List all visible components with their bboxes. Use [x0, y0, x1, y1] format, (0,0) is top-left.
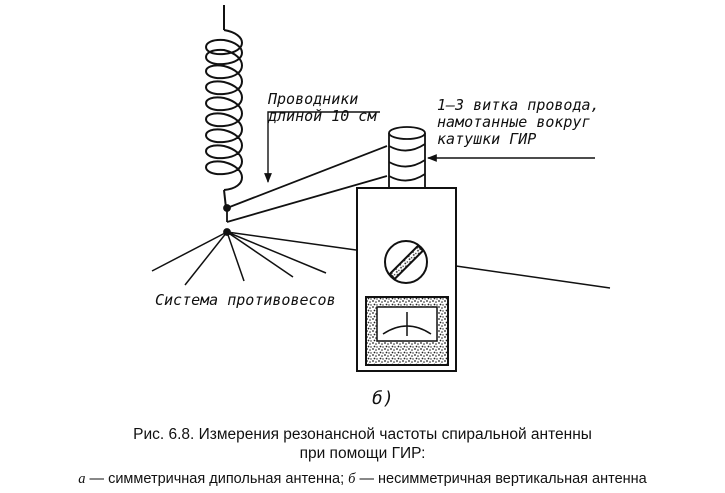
- radial-4: [226, 231, 294, 278]
- caption-line-1: Рис. 6.8. Измерения резонансной частоты …: [133, 426, 592, 443]
- label-wires-1: Проводники: [267, 90, 358, 108]
- wire-upper: [226, 145, 388, 209]
- legend-letter-b: б: [348, 471, 356, 487]
- pointer-arrows: [264, 111, 595, 183]
- radial-2: [184, 231, 228, 286]
- junction-dot-top: [223, 204, 231, 212]
- legend-letter-a: а: [78, 471, 86, 487]
- legend-text-a: — симметричная дипольная антенна;: [85, 471, 349, 487]
- radial-6: [226, 231, 357, 251]
- label-counterpoise: Система противовесов: [155, 291, 336, 309]
- legend-text-b: — несимметричная вертикальная антенна: [355, 471, 647, 487]
- coil-turn-1: [388, 143, 426, 152]
- antenna-diagram: Проводники длиной 10 см 1–3 витка провод…: [151, 5, 611, 409]
- gir-coil: [388, 126, 426, 195]
- arrow-wires: [264, 111, 380, 183]
- gir-meter: [356, 187, 457, 372]
- radial-1: [151, 231, 228, 272]
- label-wires-2: длиной 10 см: [267, 107, 377, 125]
- radial-5: [226, 231, 327, 274]
- coil-turn-3: [388, 173, 426, 182]
- label-turns-3: катушки ГИР: [437, 130, 536, 148]
- counterpoise-radials: [151, 231, 611, 289]
- helical-antenna: [205, 5, 243, 209]
- label-turns-2: намотанные вокруг: [437, 113, 591, 131]
- coil-top: [388, 126, 426, 140]
- label-turns-1: 1–3 витка провода,: [437, 96, 600, 114]
- subfigure-label: б): [372, 388, 394, 409]
- wire-lower: [226, 175, 388, 223]
- radial-3: [226, 231, 245, 282]
- coil-turn-2: [388, 159, 426, 168]
- helix-coil: [205, 29, 243, 191]
- figure-caption: Рис. 6.8. Измерения резонансной частоты …: [0, 425, 725, 463]
- knob-pointer: [388, 244, 425, 281]
- caption-legend: а — симметричная дипольная антенна; б — …: [0, 470, 725, 488]
- radial-long: [455, 265, 611, 289]
- caption-line-2: при помощи ГИР:: [299, 445, 426, 462]
